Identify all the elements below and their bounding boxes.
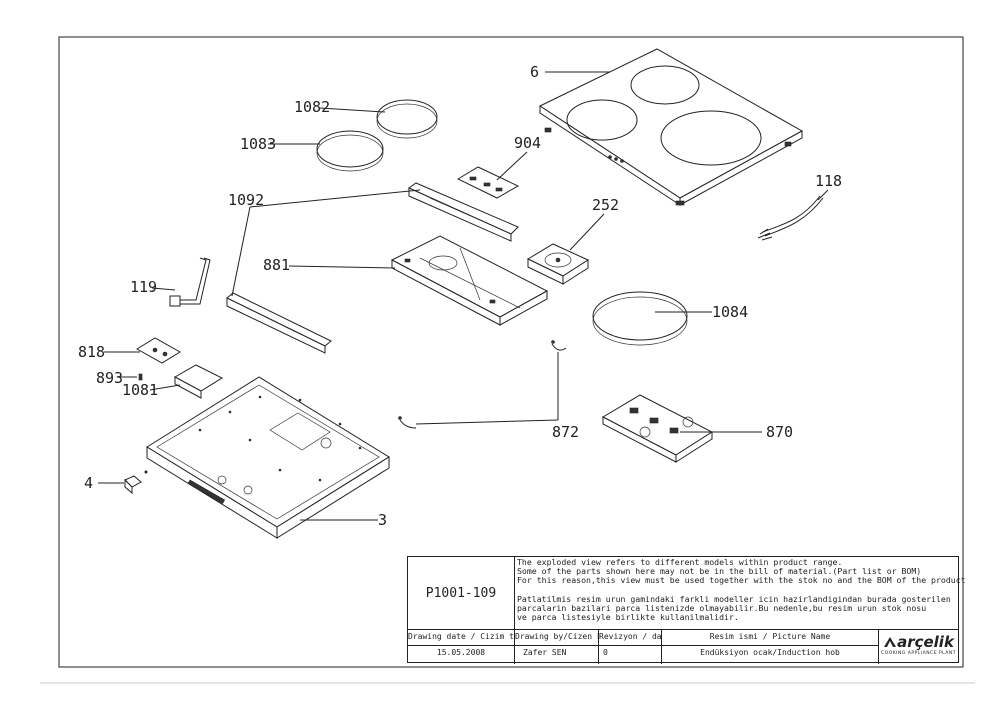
part-118-cable	[757, 195, 824, 241]
header-picture-name: Resim ismi / Picture Name	[709, 632, 831, 641]
leader-872b	[415, 419, 559, 425]
part-818-filter-board	[136, 337, 181, 364]
label-252: 252	[592, 196, 619, 214]
part-881-coil-carrier	[390, 235, 549, 326]
leader-252	[569, 213, 605, 251]
title-block: P1001-109 The exploded view refers to di…	[407, 556, 966, 664]
label-893: 893	[96, 369, 123, 387]
label-881: 881	[263, 256, 290, 274]
label-1083: 1083	[240, 135, 276, 153]
leader-119	[151, 287, 176, 291]
part-872-wires	[398, 340, 567, 429]
header-drawn-by: Drawing by/Cizen kisi	[515, 632, 598, 641]
part-1083-coil	[316, 130, 384, 172]
part-904-control-board	[456, 166, 520, 199]
label-818: 818	[78, 343, 105, 361]
note-en-line-1: The exploded view refers to different mo…	[517, 558, 843, 567]
note-en-line-3: For this reason,this view must be used t…	[517, 576, 966, 585]
label-3: 3	[378, 511, 387, 529]
part-252-fan	[526, 243, 590, 285]
drawing-code: P1001-109	[425, 585, 497, 601]
part-119-mains-cable	[169, 257, 211, 307]
part-1092-profile-lower	[226, 292, 332, 354]
brand-name: arçelik	[897, 633, 954, 651]
label-1082: 1082	[294, 98, 330, 116]
arcelik-logo-mark-icon	[884, 637, 897, 647]
note-tr-line-1: Patlatilmis resim urun gamindaki farkli …	[517, 595, 951, 604]
drawing-frame	[58, 36, 964, 668]
leader-904	[496, 151, 528, 181]
note-tr-line-2: parcalarin bazilari parca listenizde olm…	[517, 604, 927, 613]
label-872: 872	[552, 423, 579, 441]
value-drawn-by: Zafer SEN	[523, 648, 567, 657]
part-893-small	[138, 373, 143, 381]
leader-881	[288, 265, 396, 269]
label-1092: 1092	[228, 191, 264, 209]
part-1084-coil	[592, 291, 688, 346]
part-870-power-board	[601, 394, 714, 463]
label-6: 6	[530, 63, 539, 81]
label-1081: 1081	[122, 381, 158, 399]
part-1082-coil	[376, 99, 438, 139]
label-904: 904	[514, 134, 541, 152]
leader-1092a	[249, 189, 421, 208]
value-drawing-date: 15.05.2008	[436, 648, 486, 657]
label-4: 4	[84, 474, 93, 492]
part-4-foot	[124, 470, 148, 495]
value-picture-name: Endüksiyon ocak/Induction hob	[700, 648, 840, 657]
part-3-bottom-housing	[146, 376, 390, 539]
brand-logo: arçelik COOKING APPLIANCE PLANT	[879, 630, 958, 662]
part-6-glass-top	[538, 48, 804, 206]
leader-1081	[149, 384, 181, 391]
label-119: 119	[130, 278, 157, 296]
header-drawing-date: Drawing date / Cizim tarihi	[408, 632, 514, 641]
part-1081-bracket	[173, 364, 224, 399]
brand-subtitle: COOKING APPLIANCE PLANT	[880, 651, 956, 656]
header-revision: Revizyon / date	[599, 632, 661, 641]
label-870: 870	[766, 423, 793, 441]
note-tr-line-3: ve parca listesiyle birlikte kullanilmal…	[517, 613, 739, 622]
leader-1082	[319, 107, 386, 113]
value-revision: 0	[603, 648, 608, 657]
part-1092-profile-upper	[408, 182, 519, 242]
leader-1092b	[231, 206, 251, 297]
label-1084: 1084	[712, 303, 748, 321]
label-118: 118	[815, 172, 842, 190]
leader-118	[817, 189, 829, 201]
note-en-line-2: Some of the parts shown here may not be …	[517, 567, 922, 576]
